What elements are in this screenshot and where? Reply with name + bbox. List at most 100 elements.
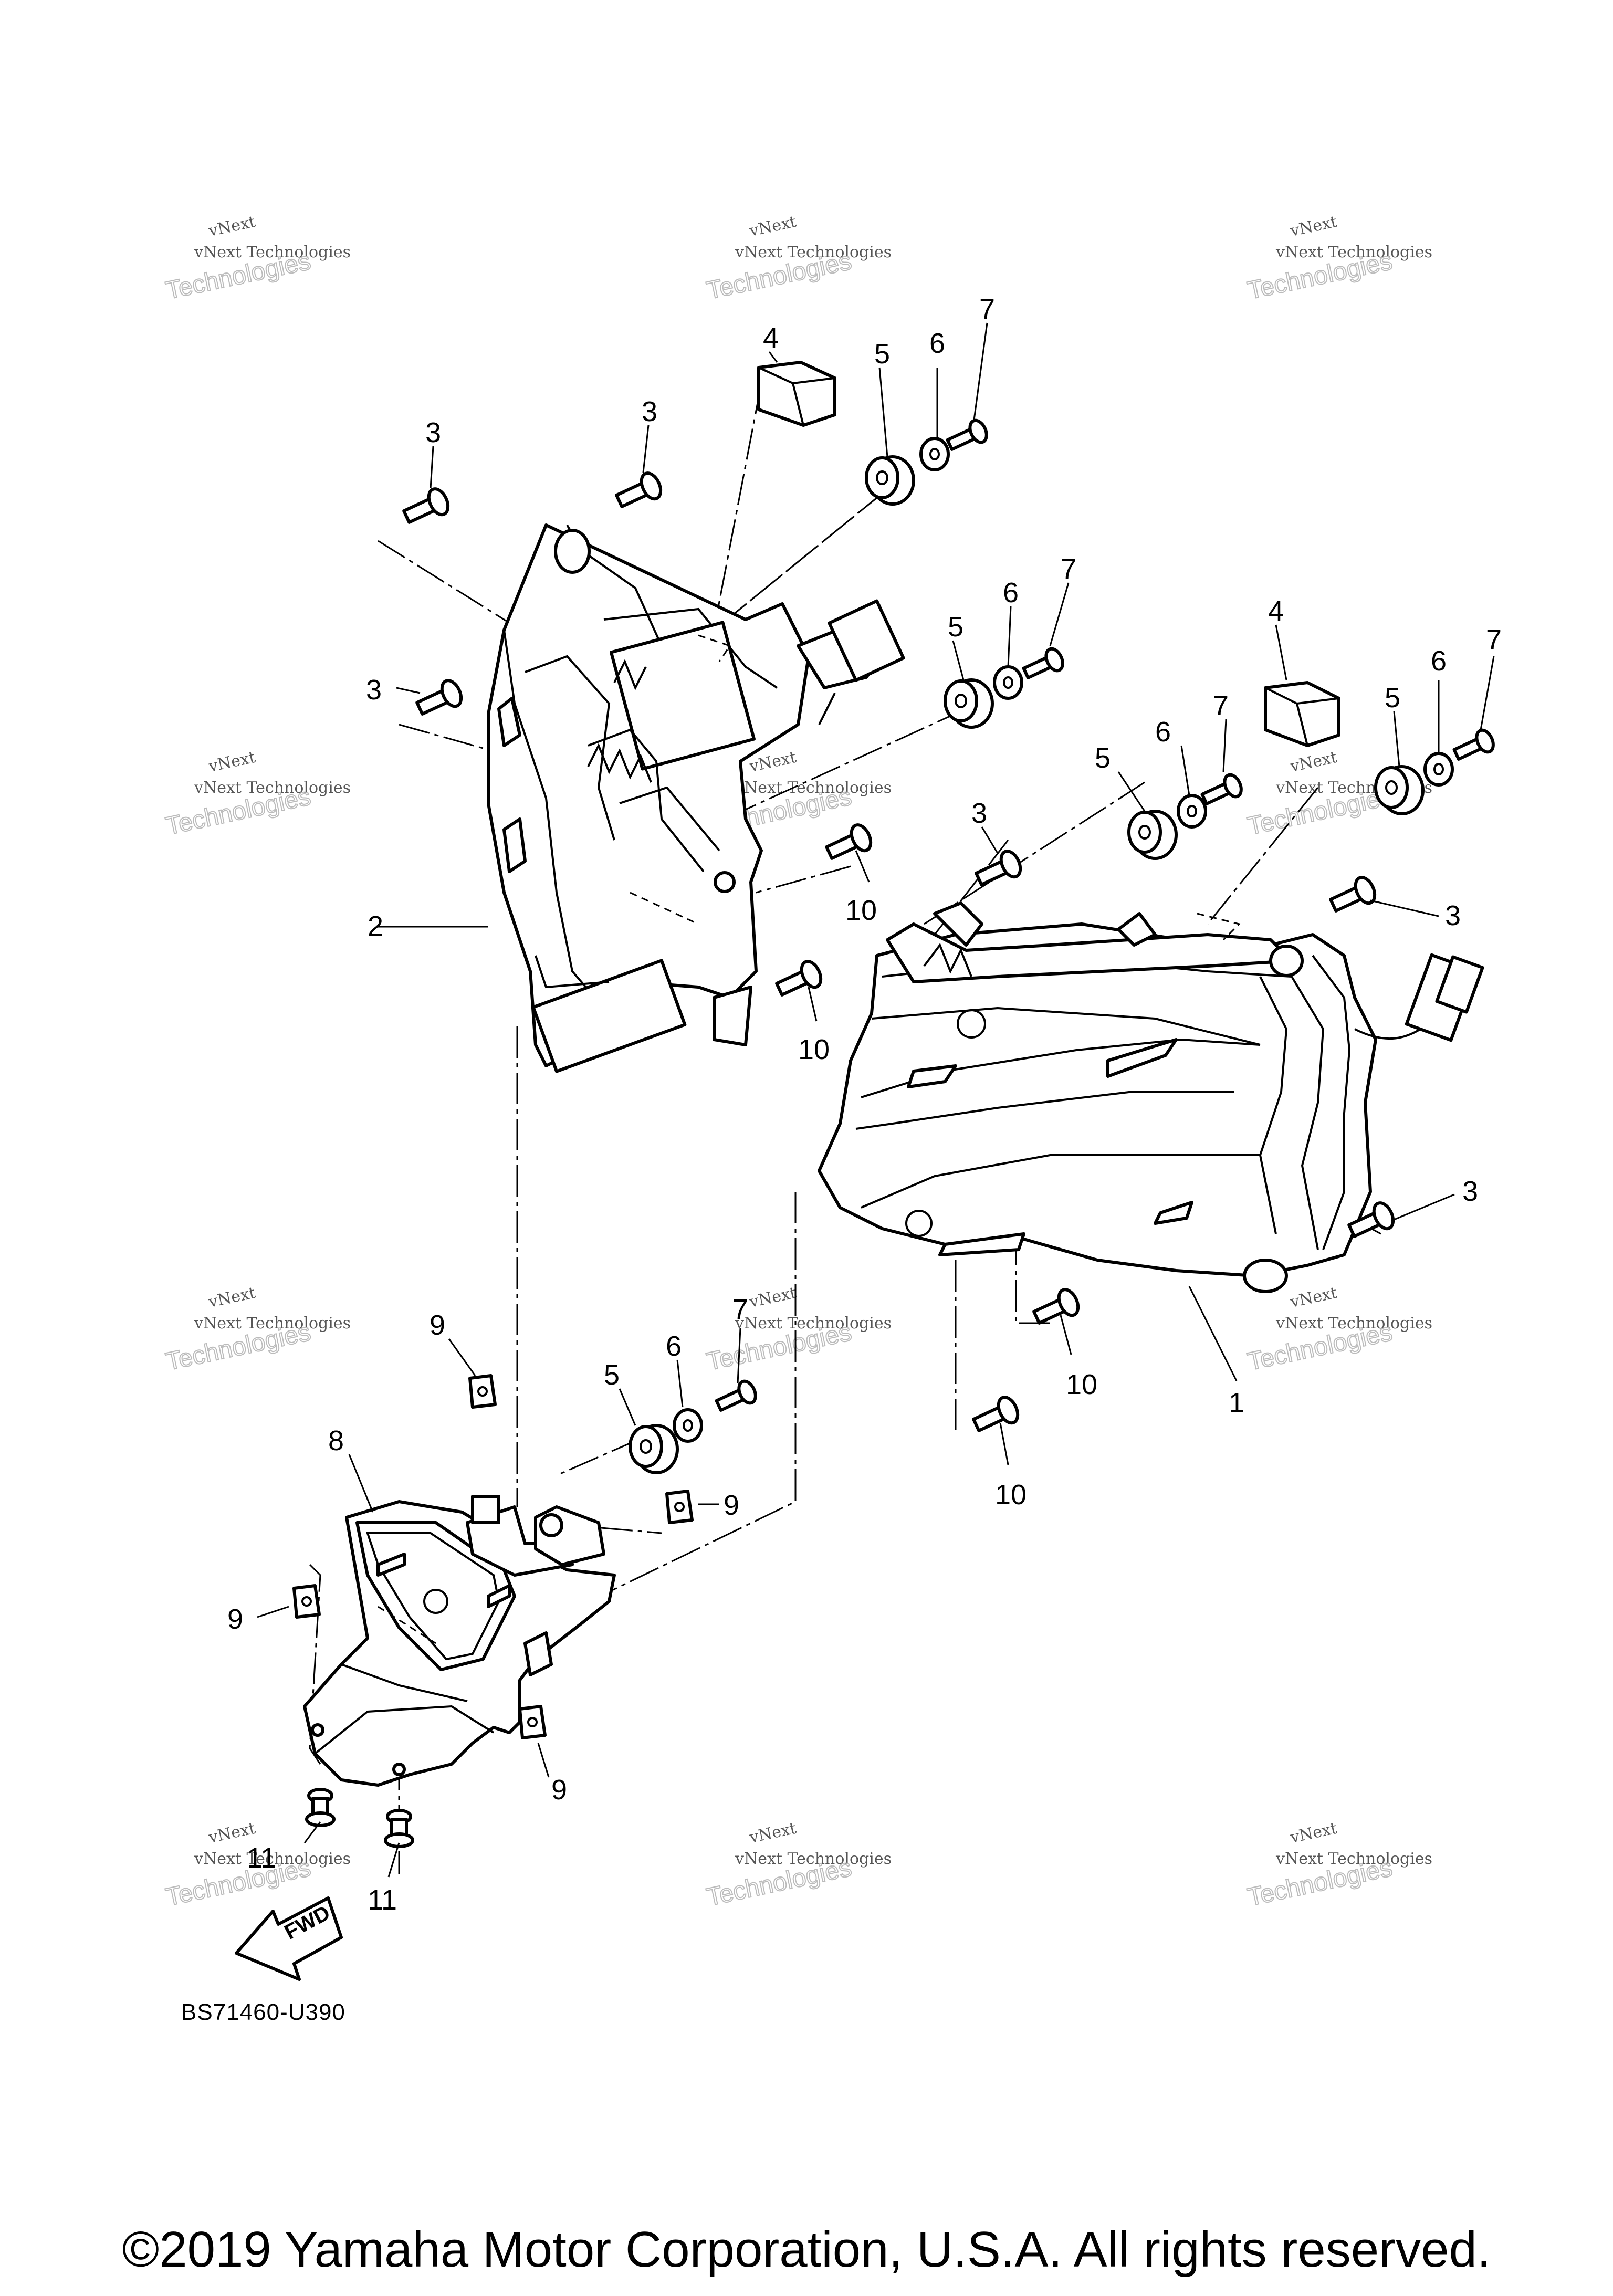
part-9-clip-nut [468, 1374, 497, 1409]
callout-label: 3 [642, 396, 657, 427]
copyright-notice: ©2019 Yamaha Motor Corporation, U.S.A. A… [122, 2221, 1491, 2278]
watermark: vNext vNext Technologies Technologies [704, 213, 892, 306]
svg-text:vNext: vNext [747, 1819, 798, 1847]
svg-text:vNext: vNext [206, 748, 257, 776]
callout-label: 1 [1229, 1387, 1244, 1419]
part-7-screw [715, 1379, 757, 1412]
watermark: vNext vNext Technologies Technologies [704, 1819, 892, 1912]
svg-text:vNext Technologies: vNext Technologies [1275, 1314, 1432, 1333]
part-6-washer [993, 665, 1023, 700]
callout-label: 6 [1003, 577, 1019, 609]
svg-text:vNext: vNext [1288, 1819, 1338, 1847]
callout-label: 10 [798, 1034, 830, 1065]
part-1-headlight-right [818, 901, 1484, 1293]
svg-text:vNext Technologies: vNext Technologies [1275, 1850, 1432, 1868]
part-7-screw [1452, 728, 1495, 761]
part-4-damper [1264, 681, 1340, 747]
part-5-grommet [944, 678, 994, 729]
callout-label: 7 [1486, 624, 1502, 656]
callout-label: 9 [551, 1774, 567, 1806]
watermark: vNext vNext Technologies Technologies [1244, 1819, 1432, 1912]
diagram-code: BS71460-U390 [181, 1999, 345, 2025]
watermark: vNext vNext Technologies Technologies [1244, 213, 1432, 306]
svg-text:vNext: vNext [206, 1284, 257, 1312]
callout-label: 6 [929, 328, 945, 359]
callout-label: 4 [763, 322, 779, 354]
part-4-damper [757, 361, 836, 427]
callout-label: 6 [1155, 716, 1171, 748]
callout-label: 10 [845, 895, 877, 926]
part-11-rivet [384, 1809, 414, 1848]
callout-label: 3 [366, 674, 382, 706]
svg-text:vNext Technologies: vNext Technologies [194, 1850, 351, 1868]
callout-label: 6 [1431, 645, 1447, 677]
watermark: vNext vNext Technologies Technologies [163, 213, 351, 306]
part-10-screw [972, 1396, 1020, 1432]
part-10-screw [775, 960, 823, 997]
part-3-screw [402, 487, 450, 524]
callout-label: 11 [368, 1884, 397, 1916]
callout-label: 10 [1066, 1369, 1097, 1400]
part-6-washer [673, 1408, 703, 1443]
svg-text:vNext Technologies: vNext Technologies [194, 1314, 351, 1333]
part-5-grommet [629, 1424, 679, 1474]
callout-label: 3 [1462, 1176, 1478, 1207]
part-3-screw [1347, 1201, 1395, 1238]
callout-label: 7 [979, 293, 995, 325]
callout-label: 3 [425, 417, 441, 448]
part-9-clip-nut [292, 1584, 321, 1619]
svg-text:vNext Technologies: vNext Technologies [735, 1850, 892, 1868]
part-10-screw [825, 823, 873, 860]
part-2-headlight-left [487, 523, 905, 1073]
part-7-screw [1200, 773, 1243, 805]
callout-label: 5 [604, 1359, 620, 1391]
callout-label: 6 [666, 1330, 682, 1362]
callout-label: 5 [1385, 682, 1400, 714]
callout-label: 7 [1061, 553, 1076, 585]
callout-label: 4 [1268, 595, 1284, 627]
part-6-washer [1423, 752, 1454, 787]
part-5-grommet [1127, 810, 1178, 860]
part-3-screw [975, 850, 1022, 886]
svg-text:vNext: vNext [747, 213, 798, 240]
callout-label: 5 [948, 611, 963, 643]
callout-label: 11 [247, 1842, 276, 1874]
part-5-grommet [865, 455, 915, 506]
part-7-screw [1022, 647, 1064, 679]
callouts: 4 5 6 7 3 3 3 5 6 7 3 4 5 6 7 5 6 7 3 3 … [227, 293, 1502, 1916]
callout-label: 3 [1445, 900, 1461, 931]
callout-label: 9 [724, 1490, 739, 1521]
fastener-screws [402, 418, 1495, 1432]
part-8-lower-bracket [303, 1495, 616, 1787]
part-6-washer [919, 437, 950, 471]
callout-label: 2 [368, 910, 383, 942]
callout-label: 7 [1213, 690, 1229, 721]
watermark: vNext vNext Technologies Technologies [163, 1284, 351, 1377]
part-5-grommet [1374, 765, 1425, 815]
watermark: vNext vNext Technologies Technologies [163, 748, 351, 841]
svg-text:vNext Technologies: vNext Technologies [735, 243, 892, 261]
svg-text:vNext: vNext [206, 213, 257, 240]
callout-label: 8 [328, 1425, 344, 1456]
part-3-screw [415, 679, 463, 716]
callout-label: 9 [430, 1309, 445, 1341]
leader-lines [257, 322, 1495, 1878]
part-6-washer [1177, 794, 1207, 829]
part-9-clip-nut [518, 1705, 547, 1739]
part-7-screw [946, 418, 988, 451]
callout-label: 10 [995, 1479, 1027, 1511]
svg-text:vNext: vNext [747, 1284, 798, 1312]
svg-text:vNext: vNext [1288, 213, 1338, 240]
part-9-clip-nut [665, 1490, 694, 1524]
watermark: vNext vNext Technologies Technologies [1244, 1284, 1432, 1377]
part-11-rivet [305, 1788, 336, 1827]
part-10-screw [1032, 1288, 1080, 1325]
callout-label: 9 [227, 1603, 243, 1635]
callout-label: 5 [1095, 742, 1111, 774]
svg-text:vNext: vNext [1288, 748, 1338, 776]
part-3-screw [615, 471, 663, 508]
fwd-arrow: FWD [235, 1896, 343, 1981]
callout-label: 3 [971, 798, 987, 829]
svg-text:vNext: vNext [1288, 1284, 1338, 1312]
